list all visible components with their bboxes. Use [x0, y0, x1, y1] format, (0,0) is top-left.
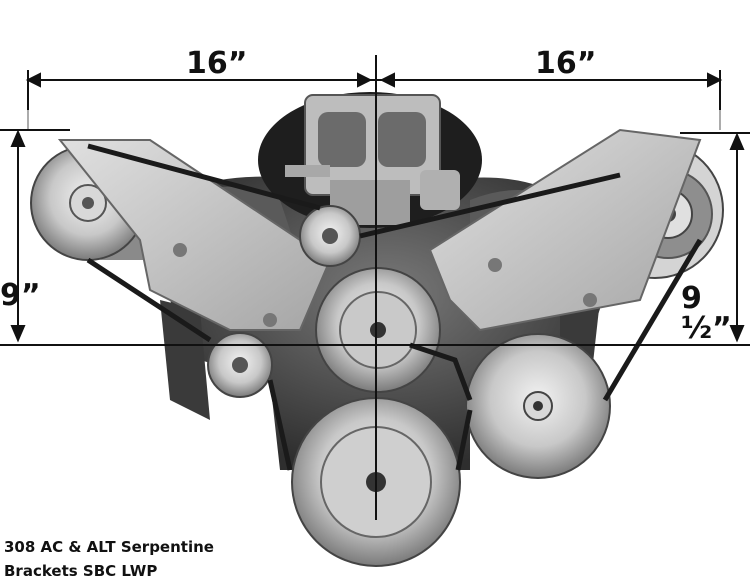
caption-line-1: 308 AC & ALT Serpentine: [4, 538, 214, 556]
throttle-body: [258, 92, 482, 228]
caption-line-2: Brackets SBC LWP: [4, 562, 158, 580]
width-left-label: 16”: [186, 46, 248, 81]
power-steering-pulley: [465, 333, 611, 479]
serpentine-belt: [86, 143, 703, 471]
mounting-brackets: [57, 128, 702, 332]
water-pump-pulley: [315, 267, 441, 393]
height-left-label: 9”: [0, 278, 41, 313]
width-right-label: 16”: [535, 46, 597, 81]
idler-pulleys: [207, 205, 361, 398]
height-right-label: 9 ½”: [681, 281, 732, 346]
dimension-lines: [0, 55, 750, 520]
